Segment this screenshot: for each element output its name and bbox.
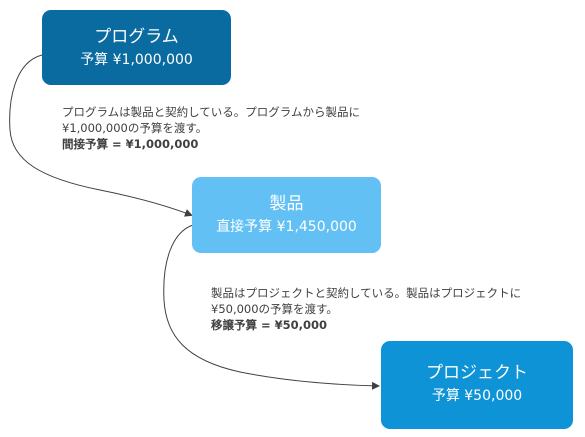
note-product-to-project: 製品はプロジェクトと契約している。製品はプロジェクトに ¥50,000の予算を渡… (211, 285, 521, 333)
arrow-product-to-project (163, 224, 380, 390)
project-budget: 予算 ¥50,000 (431, 388, 523, 404)
note-1-line-2: ¥1,000,000の予算を渡す。 (62, 121, 208, 135)
note-program-to-product: プログラムは製品と契約している。プログラムから製品に ¥1,000,000の予算… (62, 104, 360, 152)
product-title: 製品 (269, 194, 304, 214)
program-budget: 予算 ¥1,000,000 (80, 52, 193, 68)
note-1-indirect-budget: 間接予算 = ¥1,000,000 (62, 137, 199, 151)
arrow-program-to-product (9, 54, 193, 217)
product-budget: 直接予算 ¥1,450,000 (216, 219, 357, 235)
program-node: プログラム 予算 ¥1,000,000 (42, 10, 231, 85)
program-title: プログラム (94, 27, 179, 47)
note-2-line-1: 製品はプロジェクトと契約している。製品はプロジェクトに (211, 286, 522, 300)
note-2-line-2: ¥50,000の予算を渡す。 (211, 302, 338, 316)
product-node: 製品 直接予算 ¥1,450,000 (192, 177, 381, 253)
note-2-transfer-budget: 移譲予算 = ¥50,000 (211, 318, 328, 332)
note-1-line-1: プログラムは製品と契約している。プログラムから製品に (62, 105, 360, 119)
project-title: プロジェクト (426, 363, 528, 383)
project-node: プロジェクト 予算 ¥50,000 (381, 341, 573, 429)
